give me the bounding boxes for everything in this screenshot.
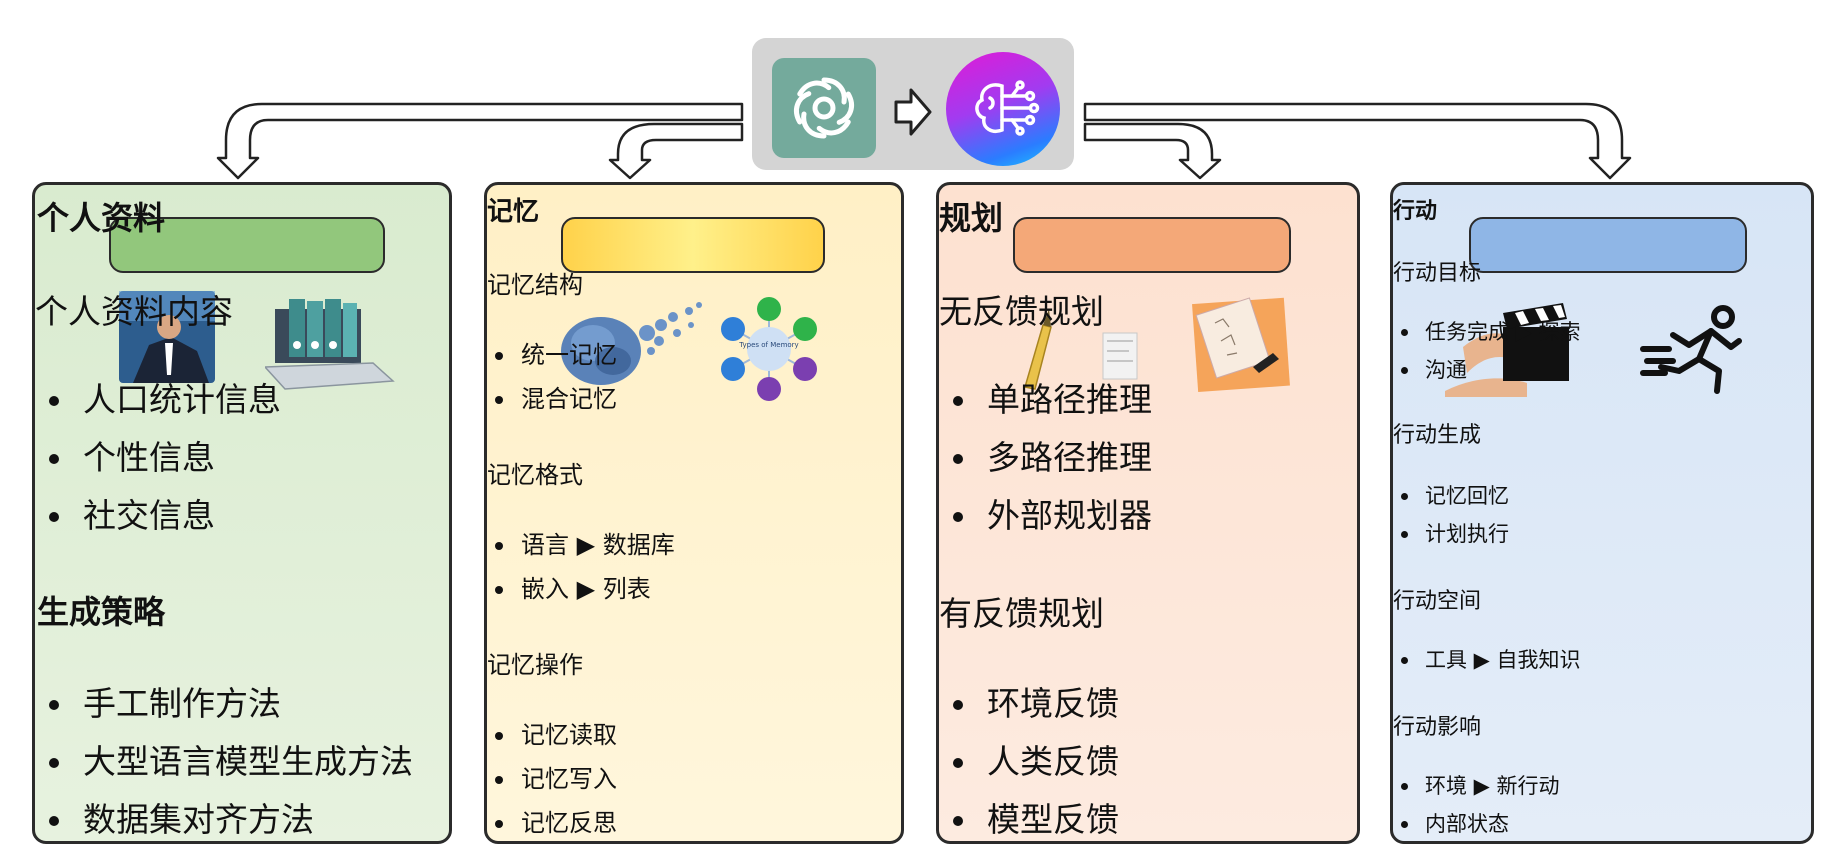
list-item: 大型语言模型生成方法 <box>35 733 413 791</box>
memory-types-diagram: Types of Memory <box>721 297 817 401</box>
business-person-icon <box>119 291 215 383</box>
list-item: 环境 ▶ 新行动 <box>1393 767 1560 805</box>
arrow-to-memory <box>608 122 744 180</box>
memory-section-structure: 记忆结构 <box>487 271 583 299</box>
profile-strategy-list: 手工制作方法 大型语言模型生成方法 数据集对齐方法 <box>35 675 413 841</box>
action-section-generation: 行动生成 <box>1393 423 1482 448</box>
action-target-list: 任务完成 ▶ 探索 沟通 <box>1393 313 1581 389</box>
list-item: 工具 ▶ 自我知识 <box>1393 641 1581 679</box>
action-color-bar <box>1469 217 1747 273</box>
list-item: 环境反馈 <box>939 675 1119 733</box>
list-item: 记忆写入 <box>487 757 617 801</box>
action-title: 行动 <box>1393 199 1438 224</box>
list-item: 嵌入 ▶ 列表 <box>487 567 675 611</box>
profile-section-content: 个人资料内容 <box>35 292 233 331</box>
list-item: 单路径推理 <box>939 371 1152 429</box>
memory-operations-list: 记忆读取 记忆写入 记忆反思 <box>487 713 617 841</box>
arrow-to-planning <box>1083 122 1222 180</box>
memory-section-operations: 记忆操作 <box>487 651 583 679</box>
action-impact-list: 环境 ▶ 新行动 内部状态 <box>1393 767 1560 841</box>
connector-arrows <box>216 102 1632 180</box>
list-item: 社交信息 <box>35 487 281 545</box>
list-item: 任务完成 ▶ 探索 <box>1393 313 1581 351</box>
planning-section-no-feedback: 无反馈规划 <box>939 292 1104 331</box>
planning-drawing-tools-icon <box>1024 309 1138 390</box>
memory-types-label: Types of Memory <box>738 341 798 349</box>
planning-notes-icon <box>1192 297 1290 392</box>
action-panel: 行动 行动目标 任务完成 ▶ 探索 沟通 <box>1390 182 1814 844</box>
list-item: 统一记忆 <box>487 333 617 377</box>
list-item: 记忆回忆 <box>1393 477 1509 515</box>
memory-structure-list: 统一记忆 混合记忆 <box>487 333 617 421</box>
list-item: 语言 ▶ 数据库 <box>487 523 675 567</box>
planning-section-feedback: 有反馈规划 <box>939 594 1104 633</box>
openai-logo-icon <box>772 58 876 158</box>
planning-panel: 规划 无反馈规划 单路径推理 多路径推理 外部规划器 有反馈规划 环境反馈 人类… <box>936 182 1360 844</box>
ai-brain-icon <box>946 52 1060 166</box>
list-item: 手工制作方法 <box>35 675 413 733</box>
planning-title: 规划 <box>939 199 1004 237</box>
memory-panel: 记忆 Types of Memor <box>484 182 904 844</box>
profile-title: 个人资料 <box>37 199 166 237</box>
memory-color-bar <box>561 217 825 273</box>
list-item: 混合记忆 <box>487 377 617 421</box>
memory-section-format: 记忆格式 <box>487 461 583 489</box>
action-section-impact: 行动影响 <box>1393 715 1482 740</box>
list-item: 计划执行 <box>1393 515 1509 553</box>
arrow-to-action <box>1083 102 1632 180</box>
list-item: 记忆读取 <box>487 713 617 757</box>
list-item: 数据集对齐方法 <box>35 791 413 841</box>
planning-feedback-list: 环境反馈 人类反馈 模型反馈 <box>939 675 1119 841</box>
list-item: 模型反馈 <box>939 791 1119 841</box>
profile-content-list: 人口统计信息 个性信息 社交信息 <box>35 371 281 545</box>
list-item: 外部规划器 <box>939 487 1152 545</box>
action-space-list: 工具 ▶ 自我知识 <box>1393 641 1581 679</box>
profile-section-strategy: 生成策略 <box>37 593 166 631</box>
list-item: 多路径推理 <box>939 429 1152 487</box>
list-item: 个性信息 <box>35 429 281 487</box>
list-item: 沟通 <box>1393 351 1581 389</box>
action-generation-list: 记忆回忆 计划执行 <box>1393 477 1509 553</box>
memory-title: 记忆 <box>487 197 540 227</box>
profile-panel: 个人资料 个人资料内容 人口统计信息 个性信息 社交信息 生成策略 手工制作方法… <box>32 182 452 844</box>
laptop-binders-icon <box>265 299 395 390</box>
planning-no-feedback-list: 单路径推理 多路径推理 外部规划器 <box>939 371 1152 545</box>
list-item: 记忆反思 <box>487 801 617 841</box>
memory-brain-icon <box>561 302 702 385</box>
right-arrow-icon <box>894 88 932 136</box>
list-item: 内部状态 <box>1393 805 1560 841</box>
clapperboard-icon <box>1445 303 1569 397</box>
action-section-target: 行动目标 <box>1393 261 1482 286</box>
action-section-space: 行动空间 <box>1393 589 1482 614</box>
list-item: 人口统计信息 <box>35 371 281 429</box>
list-item: 人类反馈 <box>939 733 1119 791</box>
memory-format-list: 语言 ▶ 数据库 嵌入 ▶ 列表 <box>487 523 675 611</box>
planning-color-bar <box>1013 217 1291 273</box>
running-figure-icon <box>1640 305 1742 394</box>
profile-color-bar <box>109 217 385 273</box>
arrow-to-profile <box>216 102 744 180</box>
